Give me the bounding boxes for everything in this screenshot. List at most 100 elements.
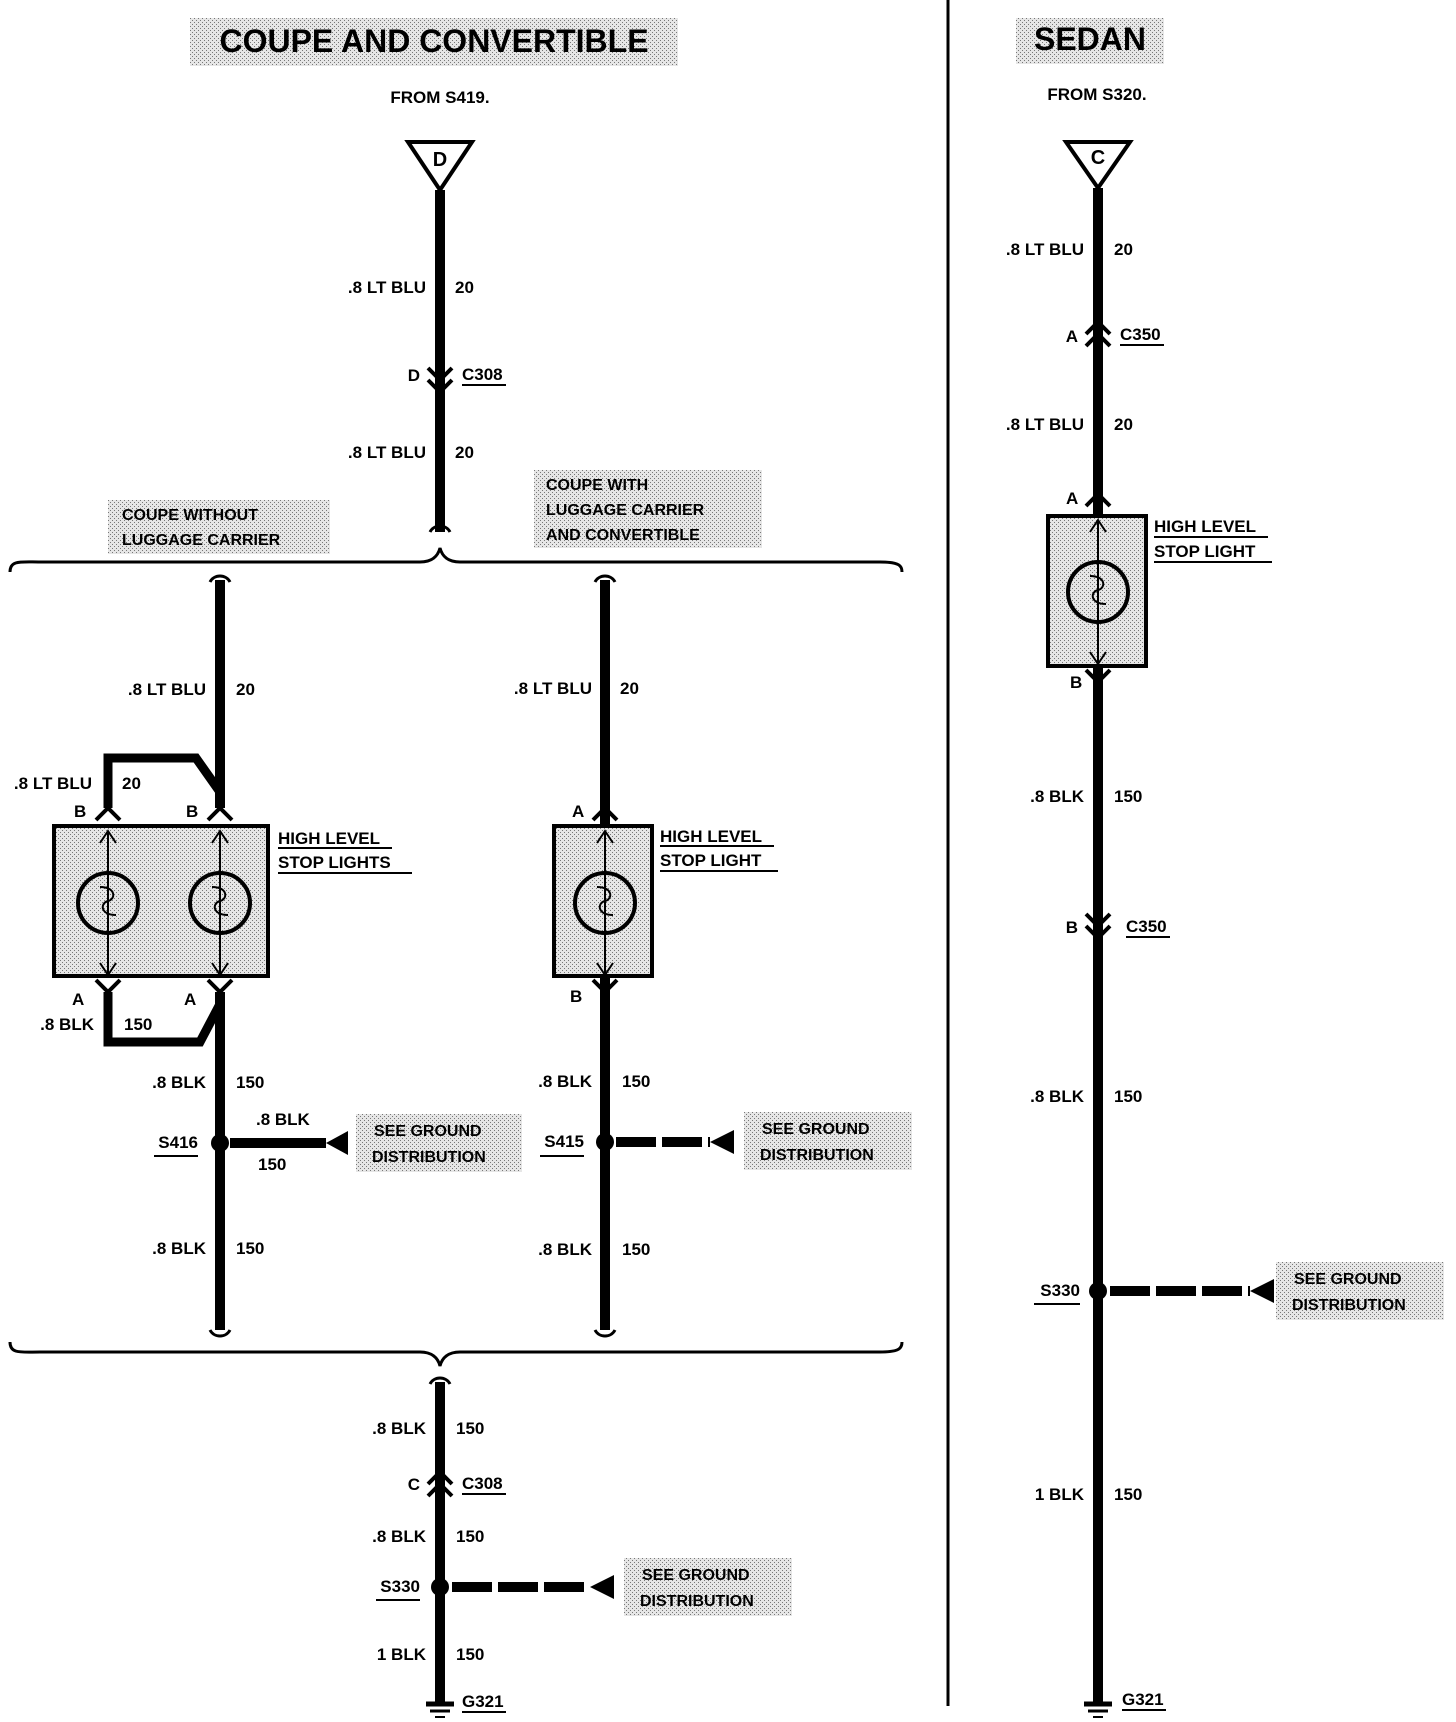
c308-label-top: C308	[462, 365, 503, 384]
wire-label: .8 BLK	[538, 1240, 593, 1259]
wire-label: .8 LT BLU	[1006, 415, 1084, 434]
c308-label-bottom: C308	[462, 1474, 503, 1493]
coupe-without-section: .8 LT BLU 20 .8 LT BLU 20 B B HIGH LEVEL…	[14, 574, 522, 1338]
jumper-wire-top	[103, 753, 224, 808]
wire-label: .8 BLK	[372, 1527, 427, 1546]
pin-b: B	[1070, 673, 1082, 692]
arrow-left-icon	[1250, 1279, 1274, 1303]
connector-d-letter: D	[433, 149, 447, 171]
circuit-number: 20	[455, 278, 474, 297]
pin-a: A	[1066, 489, 1078, 508]
coupe-from: FROM S419.	[390, 88, 489, 107]
sedan-title: SEDAN	[1034, 21, 1146, 57]
pin-b: B	[74, 802, 86, 821]
c350-label-bottom: C350	[1126, 917, 1167, 936]
variant-without-bg	[108, 500, 330, 554]
ground-icon	[1084, 1701, 1112, 1718]
wire-label: .8 BLK	[40, 1015, 95, 1034]
coupe-with-section: .8 LT BLU 20 A HIGH LEVEL STOP LIGHT B .…	[514, 574, 912, 1338]
see-ground-line1: SEE GROUND	[762, 1121, 870, 1138]
wire-label: .8 BLK	[372, 1419, 427, 1438]
splice-label: S330	[380, 1577, 420, 1596]
connector-d-triangle	[404, 140, 476, 194]
variant-without-line2: LUGGAGE CARRIER	[122, 532, 281, 549]
circuit-number: 150	[236, 1073, 264, 1092]
sedan-title-bg	[1016, 18, 1164, 64]
pin-b: B	[570, 987, 582, 1006]
circuit-number: 20	[455, 443, 474, 462]
circuit-number: 150	[258, 1155, 286, 1174]
ground-icon	[426, 1701, 454, 1718]
component-label-line2: STOP LIGHTS	[278, 853, 391, 872]
stop-lights-component-box	[52, 824, 270, 978]
circuit-number: 150	[456, 1419, 484, 1438]
coupe-section: COUPE AND CONVERTIBLE FROM S419. D .8 LT…	[8, 18, 904, 573]
circuit-number: 150	[456, 1645, 484, 1664]
circuit-number: 150	[1114, 1087, 1142, 1106]
see-ground-line1: SEE GROUND	[1294, 1271, 1402, 1288]
variant-brace-bottom	[8, 1341, 904, 1367]
wire-label: .8 LT BLU	[1006, 240, 1084, 259]
wire-label: .8 BLK	[256, 1110, 311, 1129]
circuit-number: 20	[1114, 240, 1133, 259]
splice-s415-dot	[596, 1133, 614, 1151]
circuit-number: 150	[622, 1240, 650, 1259]
component-label-line2: STOP LIGHT	[660, 851, 762, 870]
wire-label: .8 LT BLU	[14, 774, 92, 793]
see-ground-bg	[624, 1558, 792, 1616]
variant-with-bg	[534, 470, 762, 548]
c350-label-top: C350	[1120, 325, 1161, 344]
c350-connector-top	[1084, 319, 1112, 336]
connector-c-triangle	[1062, 140, 1134, 192]
c350-pin-b: B	[1066, 918, 1078, 937]
see-ground-line2: DISTRIBUTION	[760, 1147, 874, 1164]
circuit-number: 20	[122, 774, 141, 793]
arrow-left-icon	[326, 1131, 348, 1155]
sedan-from: FROM S320.	[1047, 85, 1146, 104]
wire-label: 1 BLK	[1035, 1485, 1085, 1504]
splice-label: S415	[544, 1132, 584, 1151]
splice-s416-dot	[211, 1134, 229, 1152]
circuit-number: 150	[622, 1072, 650, 1091]
splice-s330-dot	[431, 1578, 449, 1596]
variant-with-line3: AND CONVERTIBLE	[546, 527, 700, 544]
see-ground-bg	[744, 1112, 912, 1170]
circuit-number: 20	[620, 679, 639, 698]
wire-label: .8 BLK	[1030, 1087, 1085, 1106]
wire-label: .8 LT BLU	[348, 278, 426, 297]
splice-label: S416	[158, 1133, 198, 1152]
circuit-number: 150	[236, 1239, 264, 1258]
arrow-left-icon	[590, 1575, 614, 1599]
see-ground-line1: SEE GROUND	[642, 1567, 750, 1584]
variant-with-line2: LUGGAGE CARRIER	[546, 502, 705, 519]
c350-connector-bottom	[1084, 912, 1112, 929]
wire-label: .8 BLK	[152, 1239, 207, 1258]
pin-a: A	[72, 990, 84, 1009]
arrow-left-icon	[710, 1130, 734, 1154]
see-ground-line2: DISTRIBUTION	[1292, 1297, 1406, 1314]
circuit-number: 20	[236, 680, 255, 699]
see-ground-line2: DISTRIBUTION	[640, 1593, 754, 1610]
circuit-number: 20	[1114, 415, 1133, 434]
c308-pin-d: D	[408, 366, 420, 385]
circuit-number: 150	[1114, 787, 1142, 806]
circuit-number: 150	[1114, 1485, 1142, 1504]
splice-s330-dot	[1089, 1282, 1107, 1300]
wire-label: .8 BLK	[538, 1072, 593, 1091]
c308-connector-bottom	[426, 1469, 454, 1486]
wire-label: .8 LT BLU	[514, 679, 592, 698]
pin-a: A	[572, 802, 584, 821]
jumper-wire-bottom	[103, 992, 224, 1047]
see-ground-bg	[1276, 1262, 1444, 1320]
variant-with-line1: COUPE WITH	[546, 477, 648, 494]
wire-label: .8 BLK	[152, 1073, 207, 1092]
see-ground-line1: SEE GROUND	[374, 1123, 482, 1140]
see-ground-line2: DISTRIBUTION	[372, 1149, 486, 1166]
see-ground-bg	[356, 1114, 522, 1172]
pin-a: A	[184, 990, 196, 1009]
coupe-title-bg	[190, 18, 678, 66]
wire-label: .8 BLK	[1030, 787, 1085, 806]
ground-label: G321	[1122, 1690, 1164, 1709]
c350-pin-a: A	[1066, 327, 1078, 346]
